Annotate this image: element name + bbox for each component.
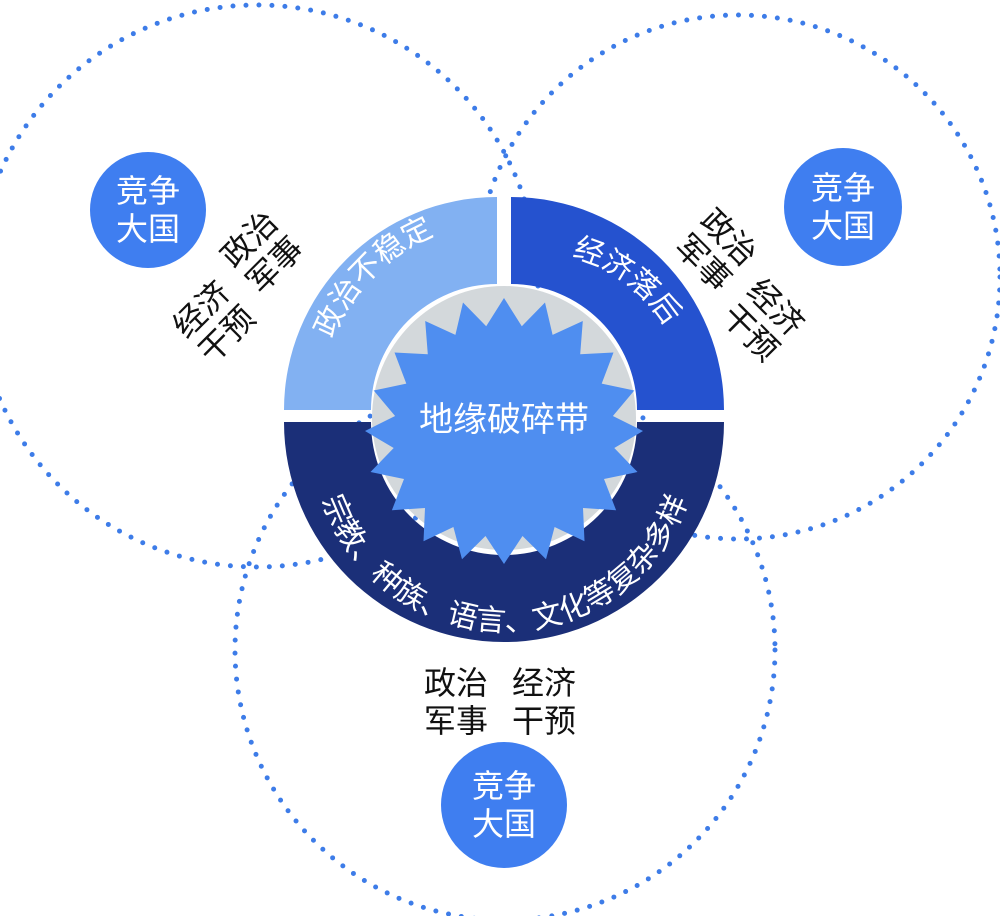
power-bottom-name-line1: 竞争 xyxy=(472,767,536,805)
influence-circle-right xyxy=(473,12,1000,542)
power-circle-right xyxy=(784,148,902,266)
power-bottom-name-line2: 大国 xyxy=(472,805,536,843)
segment-economic-backwardness xyxy=(511,197,724,410)
center-label: 地缘破碎带 xyxy=(419,400,589,440)
segment-political-instability xyxy=(284,197,497,410)
bottom-intervention-1-line2: 军事 xyxy=(424,702,488,740)
power-circle-left xyxy=(90,152,206,268)
bottom-intervention-2-line2: 干预 xyxy=(512,702,576,740)
center-star xyxy=(365,298,643,564)
power-left-name-line1: 竞争 xyxy=(116,172,180,210)
bottom-intervention-2-line1: 经济 xyxy=(512,664,576,702)
segment-cultural-diversity xyxy=(284,422,724,642)
power-left-name-line2: 大国 xyxy=(116,210,180,248)
power-circle-bottom xyxy=(441,742,567,868)
power-right-name-line1: 竞争 xyxy=(811,169,875,207)
bottom-intervention-1-line1: 政治 xyxy=(424,664,488,702)
power-right-name-line2: 大国 xyxy=(811,207,875,245)
